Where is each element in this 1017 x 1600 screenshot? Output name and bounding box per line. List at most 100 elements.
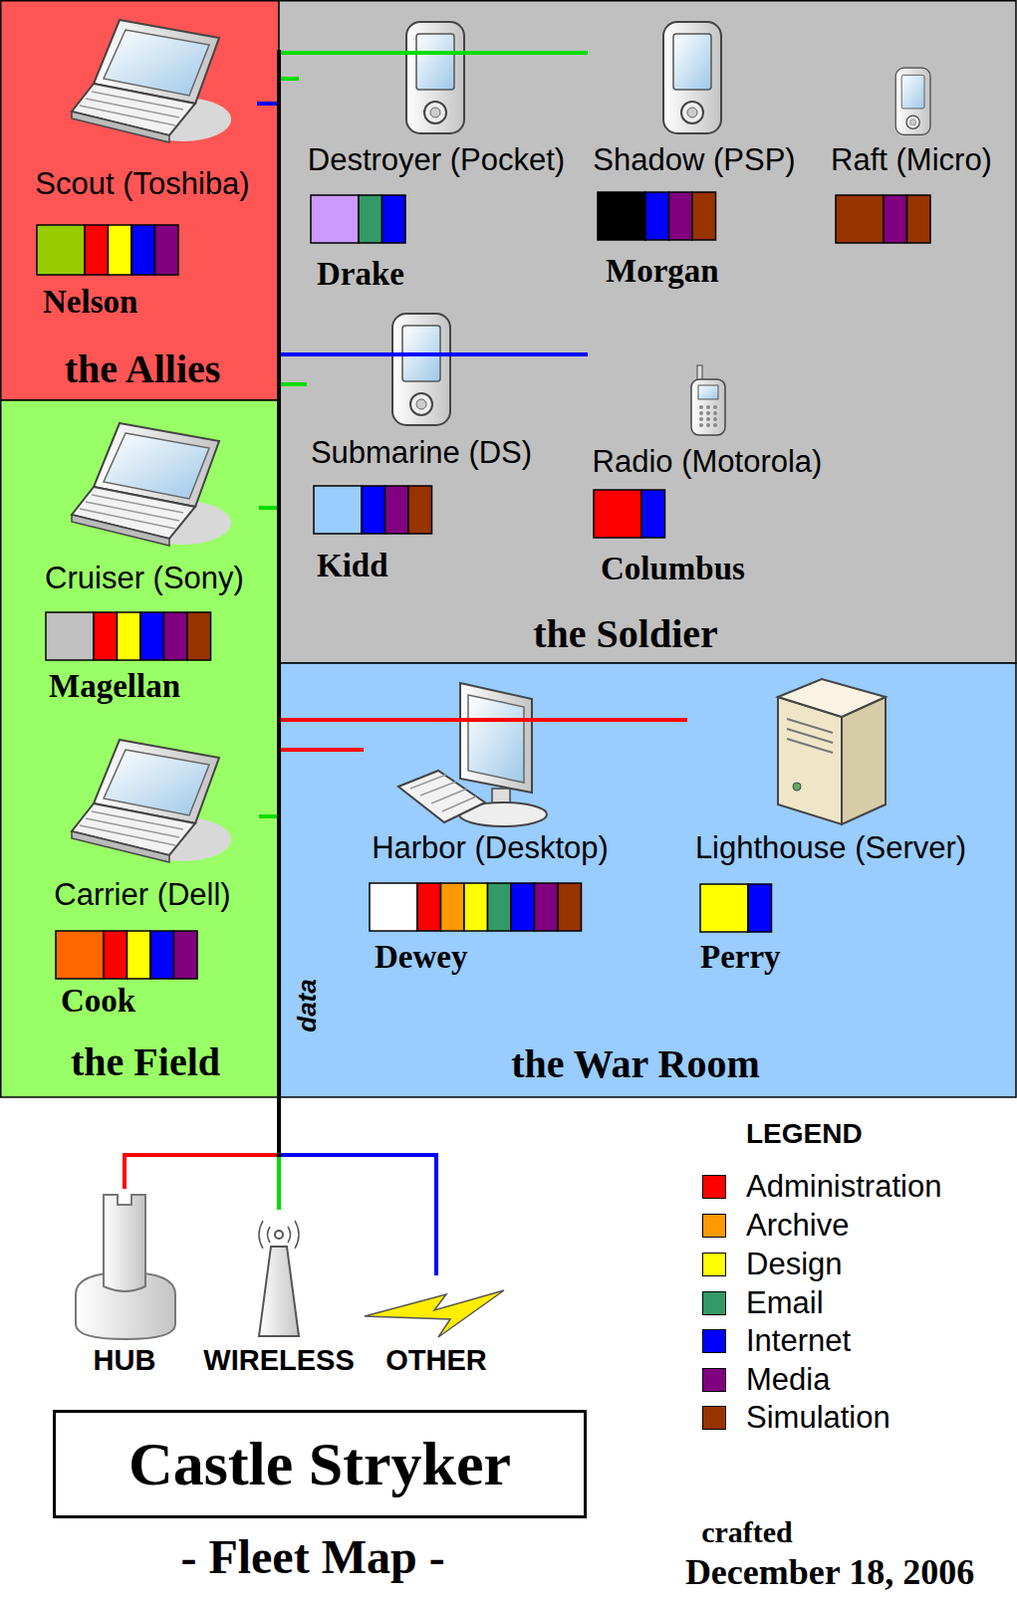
- shadow-bar: [597, 192, 717, 241]
- desktop-icon-part: [459, 802, 547, 827]
- destroyer-bar-part: [310, 195, 359, 244]
- device-node: Harbor (Desktop)Dewey: [363, 677, 613, 982]
- raft-bar: [835, 195, 931, 244]
- region-label: the War Room: [510, 1041, 761, 1088]
- raft-bar-part: [835, 195, 884, 244]
- harbor-bar-part: [441, 883, 466, 932]
- shadow-pda: [663, 21, 722, 134]
- legend-text: Email: [746, 1285, 824, 1322]
- link-line: [124, 750, 364, 1190]
- submarine-bar: [313, 486, 433, 534]
- legend-swatch: [702, 1175, 727, 1200]
- harbor-bar-part: [534, 883, 559, 932]
- carrier-laptop: [71, 740, 232, 863]
- port-label: WIRELESS: [203, 1344, 354, 1378]
- legend-swatch: [702, 1214, 727, 1239]
- field-ground: [0, 400, 279, 1098]
- lighthouse-bar-part: [700, 884, 749, 933]
- server-icon-part: [841, 697, 886, 825]
- radio-bar-part: [593, 490, 642, 538]
- region-label: the Field: [70, 1039, 221, 1086]
- bus-line: [276, 49, 281, 1158]
- device-node: Radio (Motorola) Columbus: [587, 338, 829, 593]
- server-icon-part: [777, 679, 886, 718]
- device-name: Harbor (Desktop): [371, 830, 609, 867]
- device-node: Lighthouse (Server)Perry: [687, 673, 979, 983]
- cruiser-bar-part: [93, 612, 118, 661]
- port-label: OTHER: [385, 1344, 488, 1378]
- harbor-bar-part: [464, 883, 489, 932]
- soldier-ground: [278, 0, 1017, 664]
- hub-icon-part: [75, 1272, 176, 1340]
- server-icon-part: [777, 697, 842, 825]
- link-line: [258, 816, 279, 1211]
- scout-bar-part: [155, 225, 180, 275]
- carrier-bar-part: [127, 931, 152, 980]
- harbor-bar-part: [369, 883, 418, 932]
- lighthouse-bar-part: [748, 884, 772, 933]
- user-name: Magellan: [48, 668, 181, 707]
- scout-bar: [36, 225, 179, 275]
- lightning-icon: [364, 1290, 505, 1338]
- carrier-bar-part: [55, 931, 104, 980]
- link-line: [278, 78, 299, 1211]
- server-icon: [777, 679, 886, 825]
- device-name: Scout (Toshiba): [34, 166, 250, 203]
- shadow-bar-part: [692, 192, 717, 241]
- region-label: the Allies: [64, 346, 222, 393]
- network-port: OTHER: [370, 1275, 505, 1387]
- legend-swatch: [702, 1291, 727, 1316]
- link-line: [278, 384, 307, 1211]
- user-name: Kidd: [316, 547, 389, 586]
- raft-bar-part: [907, 195, 932, 244]
- carrier-bar-part: [150, 931, 175, 980]
- user-name: Columbus: [600, 550, 746, 589]
- wireless-icon-part: [258, 1221, 299, 1250]
- user-name: Cook: [60, 983, 136, 1021]
- submarine-bar-part: [361, 486, 386, 534]
- server-icon-part: [792, 782, 801, 791]
- device-name: Submarine (DS): [310, 435, 532, 472]
- legend-swatch: [702, 1406, 727, 1431]
- device-name: Radio (Motorola): [592, 444, 823, 481]
- destroyer-bar: [310, 195, 406, 244]
- warroom-ground: [278, 663, 1017, 1098]
- device-name: Cruiser (Sony): [44, 560, 245, 597]
- device-name: Destroyer (Pocket): [307, 142, 565, 179]
- device-name: Lighthouse (Server): [695, 830, 967, 867]
- cruiser-bar-part: [164, 612, 189, 661]
- desktop-icon-part: [468, 695, 524, 783]
- device-node: Submarine (DS) Kidd: [306, 306, 538, 591]
- region-label: the Soldier: [532, 611, 719, 658]
- device-node: Cruiser (Sony) Magellan: [39, 418, 259, 711]
- desktop-icon-part: [492, 788, 510, 809]
- hub-icon: [75, 1195, 176, 1340]
- wireless-icon: [258, 1221, 299, 1337]
- bus-label: data: [292, 979, 322, 1032]
- scout-laptop: [71, 19, 232, 143]
- hub-icon-part: [103, 1195, 146, 1292]
- allies-ground: [0, 0, 279, 401]
- carrier-bar-part: [103, 931, 128, 980]
- harbor-bar-part: [417, 883, 442, 932]
- user-name: Nelson: [42, 283, 138, 322]
- cruiser-laptop: [71, 423, 232, 546]
- region-area: the FieldCruiser (Sony)MagellanCarrier (…: [0, 400, 279, 1098]
- harbor-bar-part: [488, 883, 512, 932]
- carrier-bar: [55, 931, 198, 980]
- wireless-icon-part: [274, 1231, 283, 1240]
- region-area: the Soldier Destroyer (Pocket) Drake Shadow…: [278, 0, 1017, 664]
- legend-text: Simulation: [746, 1400, 891, 1437]
- shadow-bar-part: [645, 192, 670, 241]
- scout-bar-part: [131, 225, 156, 275]
- submarine-bar-part: [385, 486, 410, 534]
- user-name: Drake: [316, 255, 405, 294]
- device-name: Shadow (PSP): [592, 142, 795, 179]
- desktop-icon-part: [460, 683, 532, 793]
- date-note: December 18, 2006: [685, 1553, 975, 1594]
- raft-bar-part: [883, 195, 908, 244]
- legend-text: Media: [746, 1362, 830, 1399]
- cruiser-bar-part: [187, 612, 212, 661]
- caption: - Fleet Map -: [180, 1531, 445, 1585]
